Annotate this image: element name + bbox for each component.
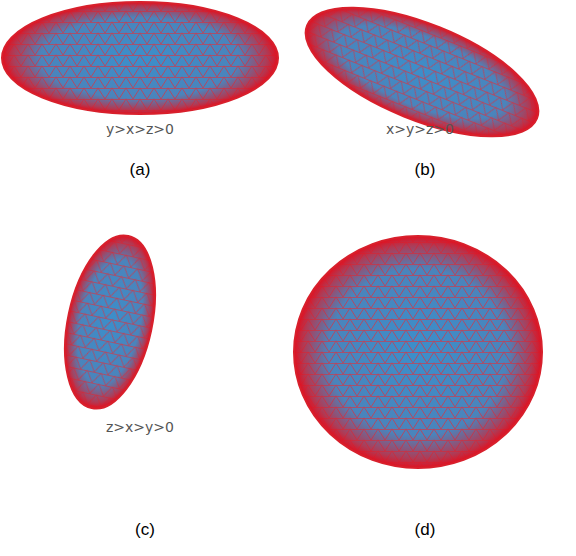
ellipsoid-a [2, 2, 278, 114]
panel-tag: (b) [415, 161, 436, 180]
shape-condition: y>x>z>0 [106, 122, 174, 137]
shape-condition: x>y>z>0 [386, 122, 454, 137]
panel-tag: (c) [135, 521, 155, 540]
panel-tag: (a) [130, 161, 151, 180]
ellipsoid-b [289, 0, 555, 163]
ellipsoid-d [294, 236, 542, 468]
shape-condition: z>x>y>0 [106, 420, 174, 435]
ellipsoid-c [51, 227, 170, 417]
panel-tag: (d) [415, 521, 436, 540]
